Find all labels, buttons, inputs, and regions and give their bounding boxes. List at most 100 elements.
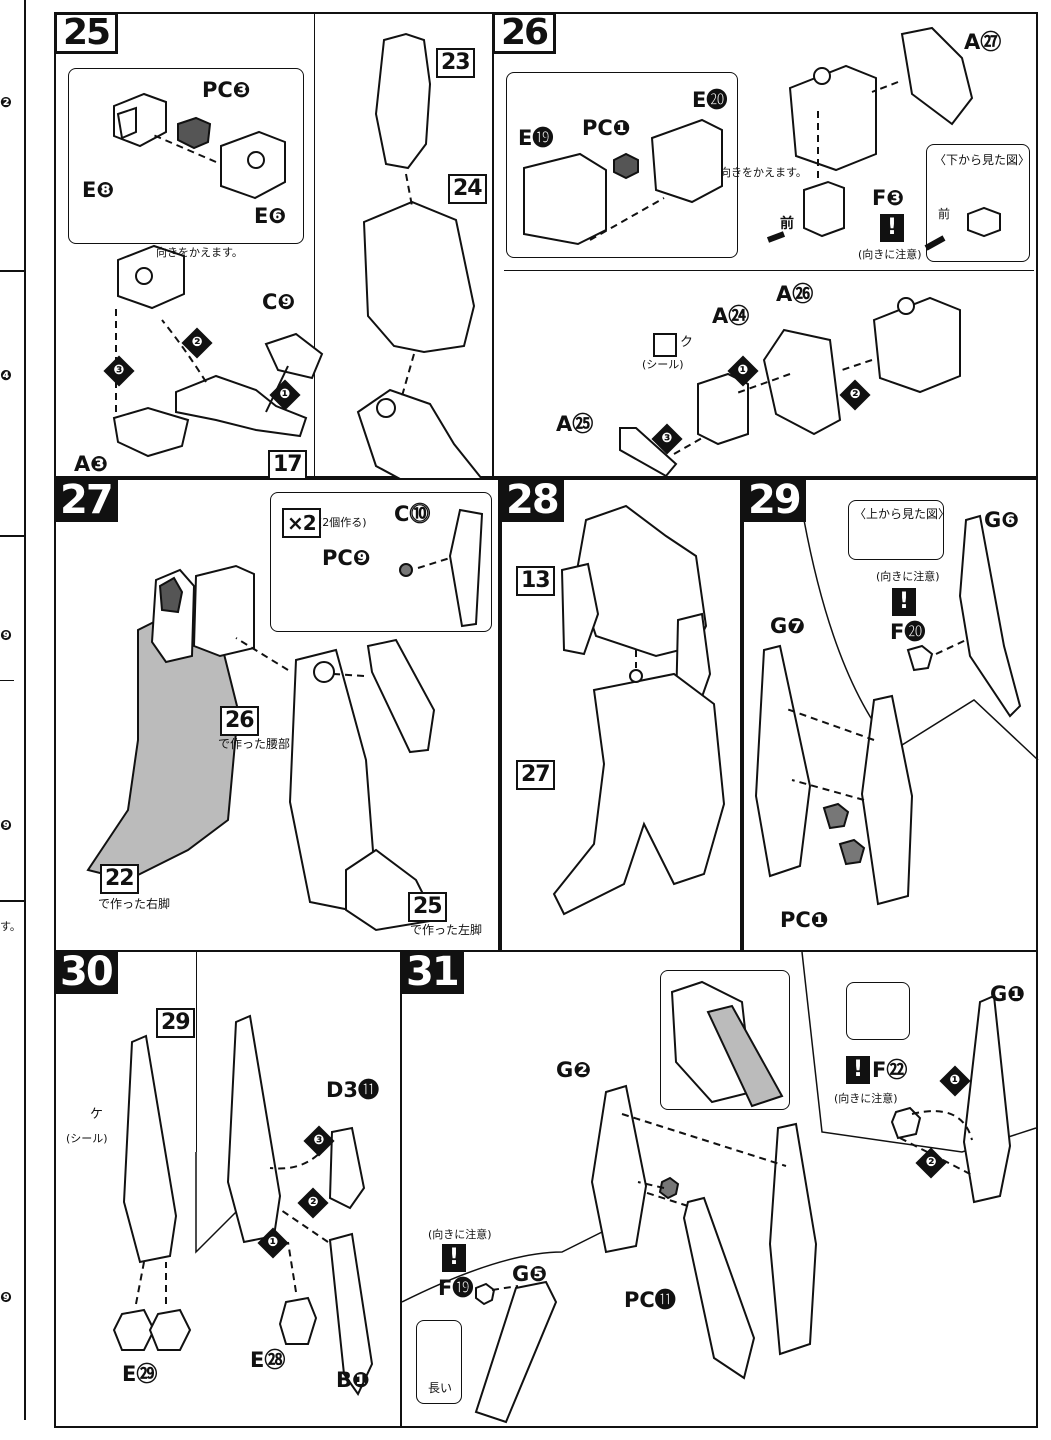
part-label-a24: A㉔ — [712, 304, 750, 328]
step-27-illustration — [86, 508, 484, 932]
part-label-g6: G❻ — [984, 508, 1020, 532]
strip-marker: ❾ — [0, 1290, 12, 1306]
step-30-illustration — [112, 1014, 374, 1396]
part-label-d3-11: D3⓫ — [326, 1078, 380, 1102]
step-26-panel: 26 E⓳ PC❶ E⓴ 向きをかえます。 A㉗ F❸ ! (向きに注意) 〈下… — [492, 12, 1038, 478]
adjacent-page-strip: ❷ ❹ ❾ ❾ ❾ す。 — [0, 0, 26, 1420]
part-label-g7: G❼ — [770, 614, 806, 638]
front-arrow-label: 前 — [780, 216, 794, 232]
length-bubble — [416, 1320, 462, 1404]
part-label-a25: A㉕ — [556, 412, 594, 436]
bottom-view-title: 〈下から見た図〉 — [934, 153, 1031, 167]
order-marker-1: ❶ — [257, 1227, 289, 1259]
ref-24: 24 — [448, 174, 487, 204]
ref-22: 22 — [100, 864, 139, 894]
caution-text: (向きに注意) — [876, 570, 940, 583]
step-30-panel: 30 29 ケ (シール) D3⓫ E㉙ E㉘ B❶ ❶ ❷ ❸ — [54, 950, 402, 1428]
order-marker-2: ❷ — [181, 327, 213, 359]
part-label-pc1: PC❶ — [582, 116, 631, 140]
part-label-pc9: PC❾ — [322, 546, 371, 570]
step-28-illustration — [552, 504, 726, 916]
note-rotate: 向きをかえます。 — [156, 246, 243, 259]
order-marker-2: ❷ — [297, 1187, 329, 1219]
top-view-bubble — [848, 500, 944, 560]
part-label-e19: E⓳ — [518, 126, 554, 150]
sticker-sub: (シール) — [66, 1132, 108, 1145]
multiplier-note: (2個作る) — [318, 516, 367, 529]
ref-right-leg-text: で作った右脚 — [98, 897, 171, 911]
part-label-c9: C❾ — [262, 290, 296, 314]
sticker-label: ク — [680, 335, 694, 350]
ref-17: 17 — [268, 450, 307, 480]
ref-29: 29 — [156, 1008, 195, 1038]
step-number: 29 — [742, 478, 806, 522]
step-26-illustration — [523, 26, 1001, 478]
step-25-panel: 25 PC❸ E❽ E❻ 向きをかえます。 C❾ A❸ 23 24 17 ❶ ❷… — [54, 12, 494, 480]
part-label-e28: E㉘ — [250, 1348, 286, 1372]
strip-marker: ❷ — [0, 95, 12, 111]
step-number: 27 — [54, 478, 118, 522]
divider — [196, 952, 197, 1152]
top-view-title: 〈上から見た図〉 — [854, 507, 951, 521]
step-number: 31 — [400, 950, 464, 994]
order-marker-1: ❶ — [269, 379, 301, 411]
front-label: 前 — [938, 207, 951, 221]
part-label-a3: A❸ — [74, 452, 109, 476]
order-marker-3: ❸ — [303, 1125, 335, 1157]
order-marker-2: ❷ — [915, 1147, 947, 1179]
divider — [504, 270, 1034, 271]
part-label-pc3: PC❸ — [202, 78, 251, 102]
part-label-a26: A㉖ — [776, 282, 814, 306]
ref-13: 13 — [516, 566, 555, 596]
part-label-e20: E⓴ — [692, 88, 728, 112]
caution-text: (向きに注意) — [834, 1092, 898, 1105]
step-27-panel: 27 ×2 (2個作る) C⓾ PC❾ 26 で作った腰部 22 で作った右脚 … — [54, 478, 500, 952]
caution-icon: ! — [880, 214, 904, 242]
order-marker-1: ❶ — [727, 355, 759, 387]
step-31-illustration — [402, 952, 1037, 1424]
order-marker-3: ❸ — [651, 423, 683, 455]
part-label-e29: E㉙ — [122, 1362, 158, 1386]
step-29-illustration — [754, 514, 1039, 906]
strip-text: す。 — [0, 920, 21, 933]
bottom-view-bubble — [926, 144, 1030, 262]
part-detail-bubble — [846, 982, 910, 1040]
step-number: 28 — [500, 478, 564, 522]
order-marker-1: ❶ — [939, 1065, 971, 1097]
part-label-pc1: PC❶ — [780, 908, 829, 932]
part-label-f19: F⓳ — [438, 1276, 474, 1300]
caution-icon: ! — [442, 1244, 466, 1272]
note-rotate: 向きをかえます。 — [720, 166, 807, 179]
step-31-panel: 31 G❷ G❶ ! F㉒ (向きに注意) G❺ (向きに注意) ! F⓳ PC… — [400, 950, 1038, 1428]
part-label-f22: F㉒ — [872, 1058, 908, 1082]
divider — [314, 14, 315, 476]
step-number: 25 — [54, 12, 119, 54]
part-label-f20: F⓴ — [890, 620, 926, 644]
step-number: 30 — [54, 950, 118, 994]
strip-marker: ❾ — [0, 628, 12, 644]
strip-marker: ❹ — [0, 368, 12, 384]
sticker-label: ケ — [90, 1107, 104, 1122]
strip-marker: ❾ — [0, 818, 12, 834]
order-marker-2: ❷ — [839, 379, 871, 411]
ref-27: 27 — [516, 760, 555, 790]
ref-waist-text: で作った腰部 — [218, 737, 291, 751]
part-label-a27: A㉗ — [964, 30, 1002, 54]
order-marker-3: ❸ — [103, 355, 135, 387]
step-25-illustration — [112, 32, 485, 480]
part-label-e6: E❻ — [254, 204, 287, 228]
part-label-f3: F❸ — [872, 186, 905, 210]
part-label-g2: G❷ — [556, 1058, 592, 1082]
step-28-panel: 28 13 27 — [500, 478, 742, 952]
ref-25: 25 — [408, 892, 447, 922]
step-number: 26 — [492, 12, 557, 54]
ref-23: 23 — [436, 48, 475, 78]
length-note: 長い — [428, 1381, 453, 1395]
part-label-pc11: PC⓫ — [624, 1288, 676, 1312]
part-label-g1: G❶ — [990, 982, 1026, 1006]
multiplier-box: ×2 — [282, 508, 321, 538]
part-label-g5: G❺ — [512, 1262, 548, 1286]
caution-icon: ! — [846, 1056, 870, 1084]
part-label-e8: E❽ — [82, 178, 115, 202]
ref-26: 26 — [220, 706, 259, 736]
